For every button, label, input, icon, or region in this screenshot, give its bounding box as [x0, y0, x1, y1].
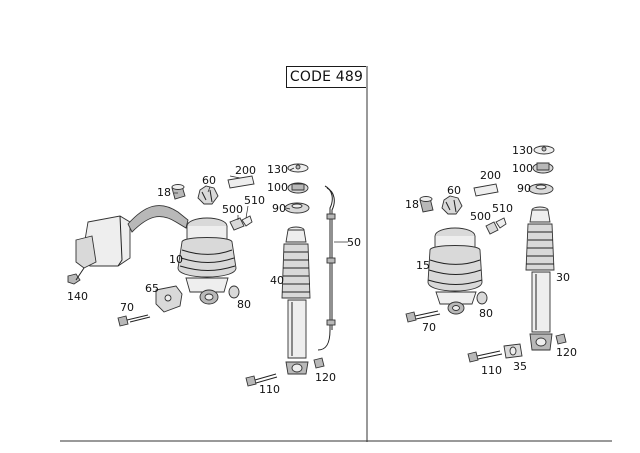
callout-right-80: 80 [479, 307, 493, 320]
air-spring-15-part [427, 227, 483, 315]
callout-right-60: 60 [447, 184, 461, 197]
callout-left-10: 10 [169, 253, 183, 266]
nut-120-right-part [555, 333, 567, 345]
callout-right-35: 35 [513, 360, 527, 373]
left-leader-lines [174, 167, 348, 243]
callout-right-30: 30 [556, 271, 570, 284]
callout-left-90: 90 [272, 202, 286, 215]
right-callouts: 130 100 90 200 60 18 500 510 15 30 80 70… [405, 144, 577, 377]
air-spring-10-part [177, 217, 237, 305]
code-label: CODE 489 [289, 69, 364, 85]
clip-60-right-part [441, 195, 463, 215]
callout-right-90: 90 [517, 182, 531, 195]
callout-right-510: 510 [492, 202, 513, 215]
top-mount-left-part [284, 163, 310, 214]
wedge-200-part [227, 175, 255, 189]
callout-right-100: 100 [512, 162, 533, 175]
callout-left-120: 120 [315, 371, 336, 384]
bolt-110-left-part [245, 373, 278, 387]
callout-right-120: 120 [556, 346, 577, 359]
callout-left-110: 110 [259, 383, 280, 396]
callout-left-200: 200 [235, 164, 256, 177]
valve-500-part [229, 215, 253, 231]
right-assembly [405, 145, 567, 363]
callout-left-40: 40 [270, 274, 284, 287]
bracket-65-part [155, 285, 183, 313]
callout-left-18: 18 [157, 186, 171, 199]
shock-30-part [525, 206, 555, 351]
valve-500-right-part [485, 217, 507, 235]
bolt-140-part [67, 267, 85, 285]
callout-right-200: 200 [480, 169, 501, 182]
callout-left-70: 70 [120, 301, 134, 314]
clip-60-part [197, 185, 219, 205]
callout-left-65: 65 [145, 282, 159, 295]
callout-left-50: 50 [347, 236, 361, 249]
callout-left-80: 80 [237, 298, 251, 311]
callout-left-60: 60 [202, 174, 216, 187]
wedge-200-right-part [473, 183, 499, 197]
callout-left-100: 100 [267, 181, 288, 194]
cap-18-part [171, 184, 186, 200]
left-callouts: 18 60 200 130 100 90 500 510 50 10 40 14… [67, 163, 361, 396]
callout-left-510: 510 [244, 194, 265, 207]
callout-right-130: 130 [512, 144, 533, 157]
callout-left-130: 130 [267, 163, 288, 176]
cap-18-right-part [419, 196, 434, 213]
bolt-70-right-part [405, 310, 441, 323]
callout-left-500: 500 [222, 203, 243, 216]
nut-120-left-part [313, 357, 325, 369]
shock-40-part [281, 185, 336, 375]
callout-right-110: 110 [481, 364, 502, 377]
callout-left-140: 140 [67, 290, 88, 303]
callout-right-15: 15 [416, 259, 430, 272]
callout-right-70: 70 [422, 321, 436, 334]
callout-right-18: 18 [405, 198, 419, 211]
code-label-box: CODE 489 [286, 66, 366, 88]
top-mount-right-part [528, 145, 555, 195]
left-assembly [67, 163, 336, 387]
bushing-80-right-part [476, 291, 488, 305]
air-reservoir-part [75, 205, 189, 269]
bolt-110-right-part [467, 343, 523, 363]
callout-right-500: 500 [470, 210, 491, 223]
bushing-80-part [228, 285, 240, 299]
bolt-70-part [117, 314, 151, 327]
